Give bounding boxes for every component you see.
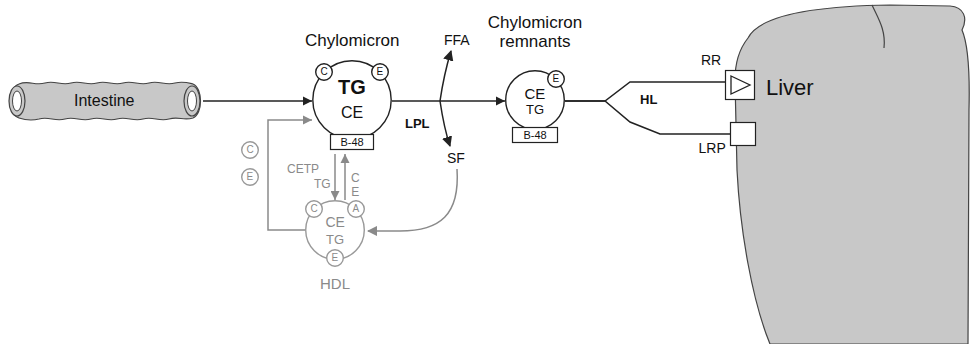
sf-branch-arrow xyxy=(440,101,450,146)
receptor-box: LRP xyxy=(730,122,756,146)
product-label: SF xyxy=(447,150,465,166)
node-text: CE xyxy=(525,85,546,102)
particle-title: Chylomicron remnants xyxy=(479,13,591,52)
apob48-box: B-48 xyxy=(512,127,558,143)
outline-detail xyxy=(872,5,884,48)
flow-connector xyxy=(331,154,340,200)
outline-shape xyxy=(327,250,344,267)
arrowhead xyxy=(331,191,340,200)
flow-connector xyxy=(392,97,505,106)
particle-title: HDL xyxy=(320,275,350,292)
apolipoprotein-circle: C xyxy=(305,200,323,218)
node-text: Liver xyxy=(766,75,814,100)
receptor-box: RR xyxy=(725,70,755,100)
connector-line xyxy=(392,100,505,102)
ffa-branch-arrow xyxy=(440,51,451,101)
outline-shape xyxy=(313,61,391,139)
apob48-box: B-48 xyxy=(330,134,374,150)
apolipoprotein-circle: C xyxy=(241,141,259,159)
arrowhead xyxy=(341,154,350,163)
outline-detail xyxy=(188,91,197,111)
outline-detail xyxy=(13,91,22,111)
enzyme-label: CETP xyxy=(287,163,319,177)
outline-shape xyxy=(372,64,389,81)
product-label: FFA xyxy=(444,32,470,48)
outline-detail xyxy=(9,86,25,116)
node-text: CE xyxy=(341,104,363,122)
flow-connector xyxy=(341,154,350,200)
chylomicron-particle: ChylomicronTGCECEB-48 xyxy=(312,60,392,154)
outline-shape xyxy=(331,135,374,150)
node-text: C xyxy=(311,203,318,215)
node-text: LRP xyxy=(699,140,726,156)
enzyme-label: HL xyxy=(640,93,657,108)
node-outline xyxy=(700,0,972,344)
arrowhead xyxy=(303,116,312,125)
outline-shape xyxy=(10,82,201,120)
node-text: E xyxy=(247,171,254,183)
outline-shape xyxy=(726,71,755,100)
outline-detail xyxy=(731,76,750,94)
node-text: CE xyxy=(326,214,345,230)
flow-connector xyxy=(203,97,312,106)
intestine-shape: Intestine xyxy=(5,80,203,122)
node-text: TG xyxy=(526,103,544,118)
particle-title: Chylomicron xyxy=(305,31,399,51)
apolipoprotein-circle: E xyxy=(241,168,259,186)
node-text: E xyxy=(553,73,560,85)
node-text: Intestine xyxy=(74,92,134,110)
outline-shape xyxy=(513,128,558,143)
node-outline xyxy=(725,70,755,100)
apolipoprotein-circle: E xyxy=(371,63,389,81)
node-text: TG xyxy=(326,233,344,248)
liver-organ: Liver RR LRP xyxy=(700,0,972,344)
outline-shape xyxy=(242,169,259,186)
transfer-label: TG xyxy=(314,178,331,192)
outline-shape xyxy=(506,71,565,130)
node-text: A xyxy=(353,203,360,215)
node-text: B-48 xyxy=(524,129,547,142)
apolipoprotein-circle: A xyxy=(347,200,365,218)
outline-detail xyxy=(184,86,200,116)
node-text: B-48 xyxy=(341,136,364,149)
node-text: C xyxy=(247,144,254,156)
node-text: TG xyxy=(338,76,366,99)
sf-to-hdl-arrow xyxy=(368,169,457,231)
outline-shape xyxy=(242,142,259,159)
node-text: C xyxy=(321,66,328,78)
outline-shape xyxy=(348,201,365,218)
outline-shape xyxy=(548,71,565,88)
node-text: E xyxy=(332,252,339,264)
enzyme-label: LPL xyxy=(405,117,430,132)
apolipoprotein-circle: C xyxy=(315,63,333,81)
node-text: RR xyxy=(701,52,721,68)
apolipoprotein-circle: E xyxy=(326,249,344,267)
node-outline xyxy=(730,122,756,146)
remnant-particle: Chylomicron remnantsCETGEB-48 xyxy=(505,70,565,145)
outline-shape xyxy=(731,123,756,146)
node-text: E xyxy=(377,66,384,78)
arrowhead xyxy=(496,97,505,106)
hdl-particle: HDLCETGCAE xyxy=(305,200,365,260)
transfer-label: C E xyxy=(351,172,360,200)
outline-shape xyxy=(306,201,323,218)
outline-shape xyxy=(316,64,333,81)
apolipoprotein-circle: E xyxy=(547,70,565,88)
outline-shape xyxy=(735,5,969,344)
arrowhead xyxy=(303,97,312,106)
connector-line xyxy=(203,100,312,102)
